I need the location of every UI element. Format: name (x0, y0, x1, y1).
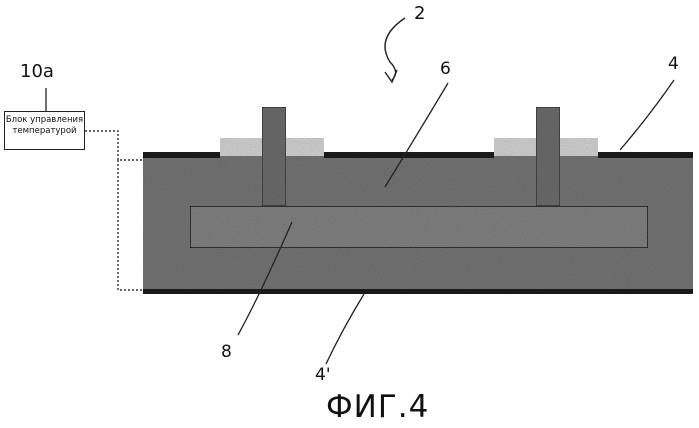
temperature-control-unit: Блок управления температурой (4, 111, 85, 150)
top-plate-segment (324, 152, 494, 158)
figure-caption: ФИГ.4 (326, 392, 429, 423)
label-4: 4 (668, 56, 679, 73)
leader-4-prime (326, 294, 364, 364)
temperature-control-unit-text: Блок управления температурой (5, 115, 84, 136)
leader-4 (620, 80, 674, 150)
top-plate-segment (143, 152, 220, 158)
pipe-left (262, 107, 286, 206)
label-6: 6 (440, 61, 451, 78)
top-plate-segment (598, 152, 693, 158)
label-2: 2 (414, 5, 425, 23)
wire-top (85, 131, 143, 160)
leader-2 (385, 18, 405, 80)
label-8: 8 (221, 344, 232, 361)
heater-block (190, 206, 648, 248)
label-10a: 10a (20, 63, 54, 81)
label-4-prime: 4' (315, 367, 331, 384)
wire-bottom (118, 160, 143, 290)
bottom-plate (143, 289, 693, 294)
pipe-right (536, 107, 560, 206)
